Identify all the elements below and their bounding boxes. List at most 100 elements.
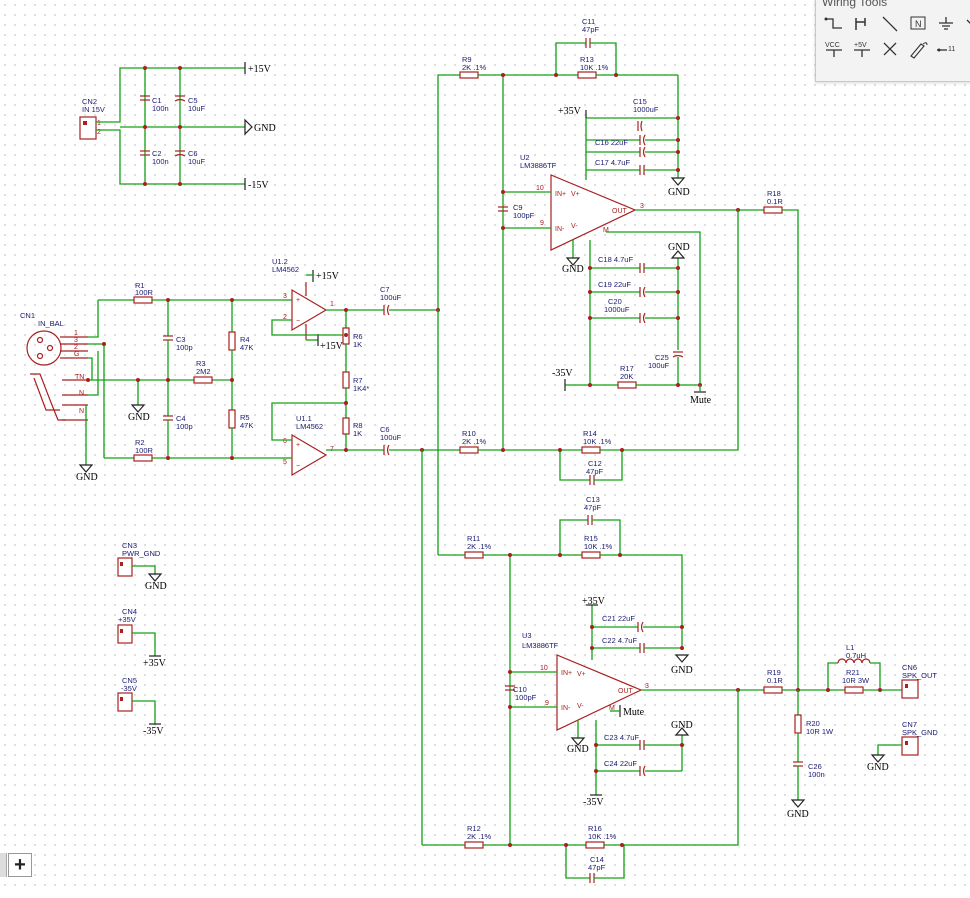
add-sheet-button[interactable]: + bbox=[8, 853, 32, 877]
cn5-connector[interactable] bbox=[117, 692, 133, 712]
r16-resistor[interactable] bbox=[585, 841, 605, 849]
svg-text:+: + bbox=[296, 442, 300, 449]
r8-resistor[interactable] bbox=[342, 417, 350, 435]
more-icon[interactable] bbox=[962, 13, 970, 35]
cn5-value: -35V bbox=[121, 684, 137, 693]
r17-ref: R17 bbox=[620, 364, 634, 373]
c5-value: 10uF bbox=[188, 104, 206, 113]
cn7-value: SPK_GND bbox=[902, 728, 938, 737]
r9-resistor[interactable] bbox=[459, 71, 479, 79]
svg-text:2: 2 bbox=[97, 129, 101, 136]
u2-lm3886-amp[interactable] bbox=[550, 174, 637, 251]
c2-value: 100n bbox=[152, 157, 169, 166]
c16-label: C16 22uF bbox=[595, 138, 628, 147]
r6-value: 1K bbox=[353, 340, 362, 349]
c6-ref: C6 bbox=[188, 149, 198, 158]
u2-ref: U2 bbox=[520, 153, 530, 162]
r5-resistor[interactable] bbox=[228, 409, 236, 429]
r1-resistor[interactable] bbox=[133, 296, 153, 304]
net-m15v-1: -15V bbox=[248, 180, 269, 191]
u1-1-opamp[interactable] bbox=[291, 433, 328, 477]
c19-label: C19 22uF bbox=[598, 280, 631, 289]
u12-value: LM4562 bbox=[272, 265, 299, 274]
wire-tool-icon[interactable] bbox=[822, 13, 846, 35]
svg-text:9: 9 bbox=[545, 700, 549, 707]
r14-resistor[interactable] bbox=[581, 446, 601, 454]
pin-tool-icon[interactable]: 11 bbox=[934, 38, 958, 60]
plus5v-glyph: +5V bbox=[854, 42, 867, 49]
amplifier-u2-section: R9 2K .1% R13 10K .1% C11 47pF U2 LM3886… bbox=[420, 17, 799, 690]
u3-lm3886-amp[interactable] bbox=[556, 654, 643, 731]
c3-value: 100p bbox=[176, 343, 193, 352]
u2-pin-inp: IN+ bbox=[555, 191, 566, 198]
c11-value: 47pF bbox=[582, 25, 600, 34]
u3-ref: U3 bbox=[522, 631, 532, 640]
r17-value: 20K bbox=[620, 372, 633, 381]
r4-ref: R4 bbox=[240, 335, 250, 344]
c20-value: 1000uF bbox=[604, 305, 630, 314]
cn1-jack[interactable] bbox=[30, 373, 66, 421]
plus5v-tool-icon[interactable]: +5V bbox=[850, 38, 874, 60]
r21-resistor[interactable] bbox=[844, 686, 864, 694]
r18-resistor[interactable] bbox=[763, 206, 783, 214]
svg-text:10: 10 bbox=[536, 185, 544, 192]
r9-ref: R9 bbox=[462, 55, 472, 64]
c13-value: 47pF bbox=[584, 503, 602, 512]
r10-resistor[interactable] bbox=[459, 446, 479, 454]
r15-resistor[interactable] bbox=[581, 551, 601, 559]
cn4-connector[interactable] bbox=[117, 624, 133, 644]
u1-2-opamp[interactable] bbox=[291, 288, 328, 332]
c23-label: C23 4.7uF bbox=[604, 733, 639, 742]
r7-resistor[interactable] bbox=[342, 371, 350, 389]
no-connect-tool-icon[interactable] bbox=[878, 38, 902, 60]
u2-pin-m: M bbox=[603, 227, 609, 234]
r4-resistor[interactable] bbox=[228, 331, 236, 351]
wiring-tools-panel[interactable]: Wiring Tools N VCC +5V bbox=[815, 0, 970, 82]
r3-resistor[interactable] bbox=[193, 376, 213, 384]
svg-text:V+: V+ bbox=[577, 671, 586, 678]
cn6-connector[interactable] bbox=[901, 679, 919, 699]
r20-value: 10R 1W bbox=[806, 727, 834, 736]
svg-text:2: 2 bbox=[283, 314, 287, 321]
ground-tool-icon[interactable] bbox=[934, 13, 958, 35]
cn2-value: IN 15V bbox=[82, 105, 105, 114]
svg-text:3: 3 bbox=[74, 337, 78, 344]
cn2-connector[interactable] bbox=[79, 116, 97, 140]
power-input-section: CN2 IN 15V 1 2 C1 100n C5 10uF C2 100n C… bbox=[79, 62, 276, 191]
r12-resistor[interactable] bbox=[464, 841, 484, 849]
c1-ref: C1 bbox=[152, 96, 162, 105]
bus-tool-icon[interactable] bbox=[850, 13, 874, 35]
svg-text:9: 9 bbox=[540, 220, 544, 227]
svg-text:V+: V+ bbox=[571, 191, 580, 198]
net-p35v-cn4: +35V bbox=[143, 658, 167, 669]
vcc-tool-icon[interactable]: VCC bbox=[822, 38, 846, 60]
r3-ref: R3 bbox=[196, 359, 206, 368]
l1-inductor[interactable] bbox=[837, 658, 871, 664]
r2-ref: R2 bbox=[135, 438, 145, 447]
line-tool-icon[interactable] bbox=[878, 13, 902, 35]
r10-ref: R10 bbox=[462, 429, 476, 438]
netflag-tool-icon[interactable]: N bbox=[906, 13, 930, 35]
c6b-value: 100uF bbox=[380, 433, 402, 442]
svg-text:V-: V- bbox=[571, 223, 578, 230]
r20-resistor[interactable] bbox=[794, 714, 802, 734]
u11-value: LM4562 bbox=[296, 422, 323, 431]
c12-value: 47pF bbox=[586, 467, 604, 476]
r1-value: 100R bbox=[135, 288, 154, 297]
r2-resistor[interactable] bbox=[133, 454, 153, 462]
cn3-connector[interactable] bbox=[117, 557, 133, 577]
r13-value: 10K .1% bbox=[580, 63, 609, 72]
u3-pin-inm: IN- bbox=[561, 705, 571, 712]
r19-resistor[interactable] bbox=[763, 686, 783, 694]
r11-resistor[interactable] bbox=[464, 551, 484, 559]
r17-resistor[interactable] bbox=[617, 381, 637, 389]
cn7-connector[interactable] bbox=[901, 736, 919, 756]
r13-resistor[interactable] bbox=[577, 71, 597, 79]
cn1-xlr-connector[interactable] bbox=[26, 330, 62, 366]
net-m35v-cn5: -35V bbox=[143, 726, 164, 737]
r16-value: 10K .1% bbox=[588, 832, 617, 841]
probe-tool-icon[interactable] bbox=[906, 38, 930, 60]
c24-label: C24 22uF bbox=[604, 759, 637, 768]
